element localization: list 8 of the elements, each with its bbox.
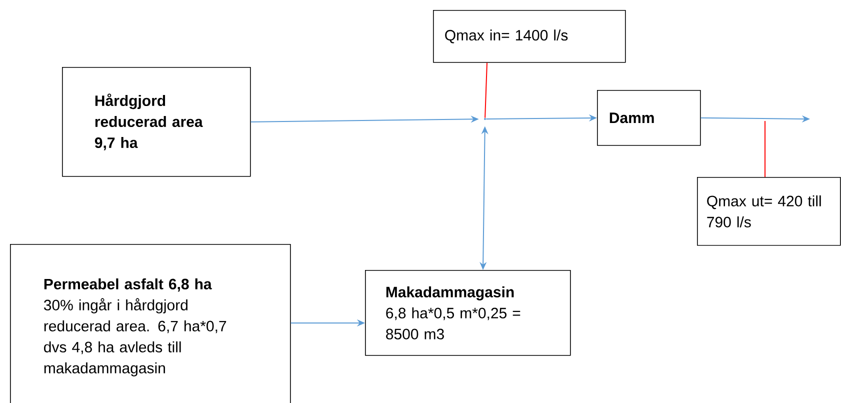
leader-line <box>484 62 488 118</box>
pond-box: Damm <box>597 90 701 146</box>
area-box: Permeabel asfalt 6,8 ha 30% ingår i hårdgjord reducerad area. 6,7 ha*0,7 dvs 4,8 ha avleds till makadammagasin <box>10 244 291 403</box>
flow-box: Qmax ut= 420 till 790 l/s <box>697 176 841 246</box>
area-box: Hårdgjord reducerad area 9,7 ha <box>62 67 251 177</box>
storage-box: Makadammagasin 6,8 ha*0,5 m*0,25 = 8500 m3 <box>365 270 571 356</box>
leader-line <box>764 120 766 178</box>
flow-box: Qmax in= 1400 l/s <box>433 10 626 63</box>
